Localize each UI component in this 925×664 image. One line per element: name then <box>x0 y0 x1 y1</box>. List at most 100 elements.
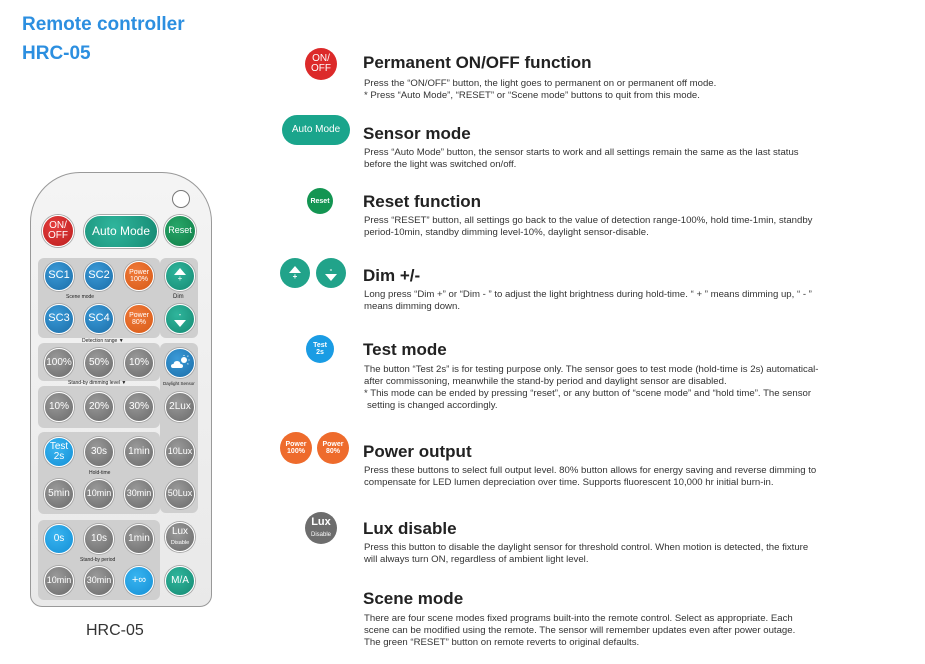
remote-reset-button[interactable]: Reset <box>164 215 196 247</box>
power80-label-1: Power <box>129 311 149 319</box>
test-icon-label-2: 2s <box>316 349 324 356</box>
remote-ma-button[interactable]: M/A <box>165 566 195 596</box>
remote-detection-50-button[interactable]: 50% <box>84 348 114 378</box>
auto-mode-label: Auto Mode <box>91 224 151 239</box>
scene-line-3: The green “RESET” button on remote rever… <box>364 637 640 648</box>
d10-label: 10% <box>128 356 149 368</box>
remote-standby-dim-20-button[interactable]: 20% <box>84 392 114 422</box>
dim-down-icon: - <box>316 258 346 288</box>
sensor-line-1: Press “Auto Mode” button, the sensor sta… <box>364 147 799 158</box>
reset-label: Reset <box>168 225 192 236</box>
h10min-label: 10min <box>86 488 112 499</box>
test-line-1: The button “Test 2s” is for testing purp… <box>364 364 819 375</box>
h30s-label: 30s <box>90 445 108 457</box>
scene-text: There are four scene modes fixed program… <box>364 613 925 649</box>
sun-cloud-icon <box>171 355 190 368</box>
sc4-label: SC4 <box>88 312 110 325</box>
remote-dim-down-button[interactable]: - <box>165 304 195 334</box>
test-heading: Test mode <box>363 340 447 359</box>
remote-detection-10-button[interactable]: 10% <box>124 348 154 378</box>
scene-heading: Scene mode <box>363 589 464 608</box>
sensor-heading: Sensor mode <box>363 124 471 143</box>
remote-sc1-button[interactable]: SC1 <box>44 261 74 291</box>
test-icon-label-1: Test <box>313 342 327 349</box>
lux2-label: 2Lux <box>169 400 191 412</box>
dim-down-triangle-icon <box>325 273 337 281</box>
remote-standby-dim-30-button[interactable]: 30% <box>124 392 154 422</box>
hold-time-label: Hold-time <box>89 470 111 476</box>
remote-10lux-button[interactable]: 10Lux <box>165 437 195 467</box>
d50-label: 50% <box>88 356 109 368</box>
h30min-label: 30min <box>126 488 152 499</box>
power80-icon-label-2: 80% <box>325 448 340 455</box>
power-line-2: compensate for LED lumen depreciation ov… <box>364 477 774 488</box>
scene-line-2: scene can be modified using the remote. … <box>364 625 796 636</box>
power-heading: Power output <box>363 442 472 461</box>
remote-standby-dim-10-button[interactable]: 10% <box>44 392 74 422</box>
ma-label: M/A <box>171 574 189 586</box>
onoff-label-1: ON/ <box>49 219 67 231</box>
power-line-1: Press these buttons to select full outpu… <box>364 465 817 476</box>
remote-hold-30s-button[interactable]: 30s <box>84 437 114 467</box>
remote-sc2-button[interactable]: SC2 <box>84 261 114 291</box>
p1min-label: 1min <box>128 532 150 544</box>
triangle-down-icon <box>174 319 186 327</box>
power100-label-2: 100% <box>130 276 148 283</box>
remote-50lux-button[interactable]: 50Lux <box>165 479 195 509</box>
daylight-sensor-label: Daylight Sensor <box>163 381 195 386</box>
pinf-label: +∞ <box>131 574 147 587</box>
power100-icon-label-1: Power <box>285 441 307 448</box>
permanent-line-1: Press the “ON/OFF” button, the light goe… <box>364 78 717 89</box>
dim-plus-label: + <box>177 274 183 284</box>
p10min-label: 10min <box>46 575 72 586</box>
lux-text: Press this button to disable the dayligh… <box>364 542 925 566</box>
remote-hold-30min-button[interactable]: 30min <box>124 479 154 509</box>
permanent-heading: Permanent ON/OFF function <box>363 53 592 72</box>
title-remote-controller: Remote controller <box>22 14 185 35</box>
onoff-icon-label-2: OFF <box>311 63 331 74</box>
remote-hold-1min-button[interactable]: 1min <box>124 437 154 467</box>
remote-auto-mode-button[interactable]: Auto Mode <box>84 215 158 248</box>
remote-period-10s-button[interactable]: 10s <box>84 524 114 554</box>
power-text: Press these buttons to select full outpu… <box>364 465 925 489</box>
dim-down-icon-label: - <box>329 264 333 274</box>
remote-period-infinite-button[interactable]: +∞ <box>124 566 154 596</box>
remote-dim-up-button[interactable]: + <box>165 261 195 291</box>
detection-range-label: Detection range ▼ <box>82 338 124 344</box>
remote-period-1min-button[interactable]: 1min <box>124 524 154 554</box>
auto-mode-icon: Auto Mode <box>282 115 350 145</box>
ir-sensor-window <box>172 190 190 208</box>
scene-mode-label: Scene mode <box>66 294 95 300</box>
standby-dimming-label: Stand-by dimming level ▼ <box>68 380 127 386</box>
dim-line-2: means dimming down. <box>364 301 460 312</box>
reset-heading: Reset function <box>363 192 482 211</box>
dim-up-icon-label: + <box>292 271 298 281</box>
remote-sc4-button[interactable]: SC4 <box>84 304 114 334</box>
remote-hold-10min-button[interactable]: 10min <box>84 479 114 509</box>
onoff-icon-label-1: ON/ <box>312 53 330 64</box>
remote-period-30min-button[interactable]: 30min <box>84 566 114 596</box>
s30-label: 30% <box>128 400 149 412</box>
remote-daylight-sensor-button[interactable] <box>165 348 195 378</box>
remote-onoff-button[interactable]: ON/OFF <box>42 215 74 247</box>
remote-2lux-button[interactable]: 2Lux <box>165 392 195 422</box>
test-text: The button “Test 2s” is for testing purp… <box>364 364 925 412</box>
power100-icon-label-2: 100% <box>287 448 305 455</box>
sc1-label: SC1 <box>48 269 70 282</box>
remote-sc3-button[interactable]: SC3 <box>44 304 74 334</box>
luxdisable-label-2: Disable <box>170 540 190 546</box>
lux-line-1: Press this button to disable the dayligh… <box>364 542 809 553</box>
remote-detection-100-button[interactable]: 100% <box>44 348 74 378</box>
scene-line-1: There are four scene modes fixed program… <box>364 613 793 624</box>
dim-label: Dim <box>173 294 184 300</box>
power100-label-1: Power <box>129 268 149 276</box>
remote-period-0s-button[interactable]: 0s <box>44 524 74 554</box>
remote-period-10min-button[interactable]: 10min <box>44 566 74 596</box>
remote-hold-5min-button[interactable]: 5min <box>44 479 74 509</box>
